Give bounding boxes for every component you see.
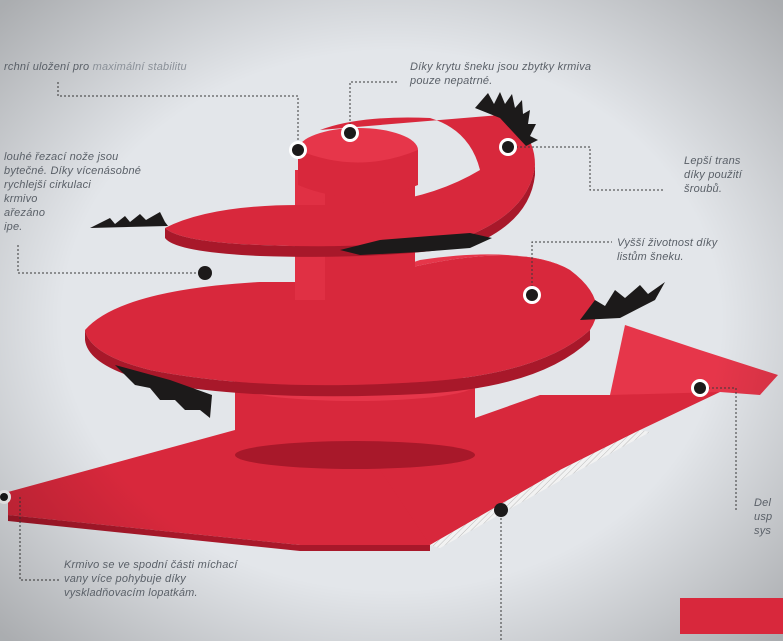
callout-right-lower-line2: usp [754,510,772,524]
callout-left-middle-line1: louhé řezací nože jsou [4,150,141,164]
callout-bottom-left: Krmivo se ve spodní části míchací vany v… [64,558,238,600]
callout-top-center: Díky krytu šneku jsou zbytky krmiva pouz… [410,60,591,88]
callout-right-lower-line3: sys [754,524,772,538]
callout-left-middle-line3: rychlejší cirkulaci [4,178,141,192]
callout-top-left: rchní uložení pro maximální stabilitu [4,60,187,74]
callout-left-middle: louhé řezací nože jsou bytečné. Díky víc… [4,150,141,234]
callout-top-left-text: rchní uložení pro [4,61,93,73]
callout-top-center-line2: pouze nepatrné. [410,74,591,88]
callout-right-upper-line2: díky použití [684,168,742,182]
callout-top-center-line1: Díky krytu šneku jsou zbytky krmiva [410,60,591,74]
callout-right-middle-line1: Vyšší životnost díky [617,236,717,250]
callout-bottom-left-line3: vyskladňovacím lopatkám. [64,586,238,600]
accent-swatch [680,598,783,634]
callout-left-middle-line5: ařezáno [4,206,141,220]
callout-right-upper-line3: šroubů. [684,182,742,196]
callout-left-middle-line6: ipe. [4,220,141,234]
callout-left-middle-line2: bytečné. Díky vícenásobné [4,164,141,178]
callout-right-upper: Lepší trans díky použití šroubů. [684,154,742,196]
callout-left-middle-line4: krmivo [4,192,141,206]
callout-right-lower: Del usp sys [754,496,772,538]
callout-top-left-faint: maximální stabilitu [93,61,187,73]
callout-right-middle: Vyšší životnost díky listům šneku. [617,236,717,264]
callout-right-lower-line1: Del [754,496,772,510]
callout-bottom-left-line1: Krmivo se ve spodní části míchací [64,558,238,572]
callout-right-upper-line1: Lepší trans [684,154,742,168]
callout-bottom-left-line2: vany více pohybuje díky [64,572,238,586]
callout-right-middle-line2: listům šneku. [617,250,717,264]
